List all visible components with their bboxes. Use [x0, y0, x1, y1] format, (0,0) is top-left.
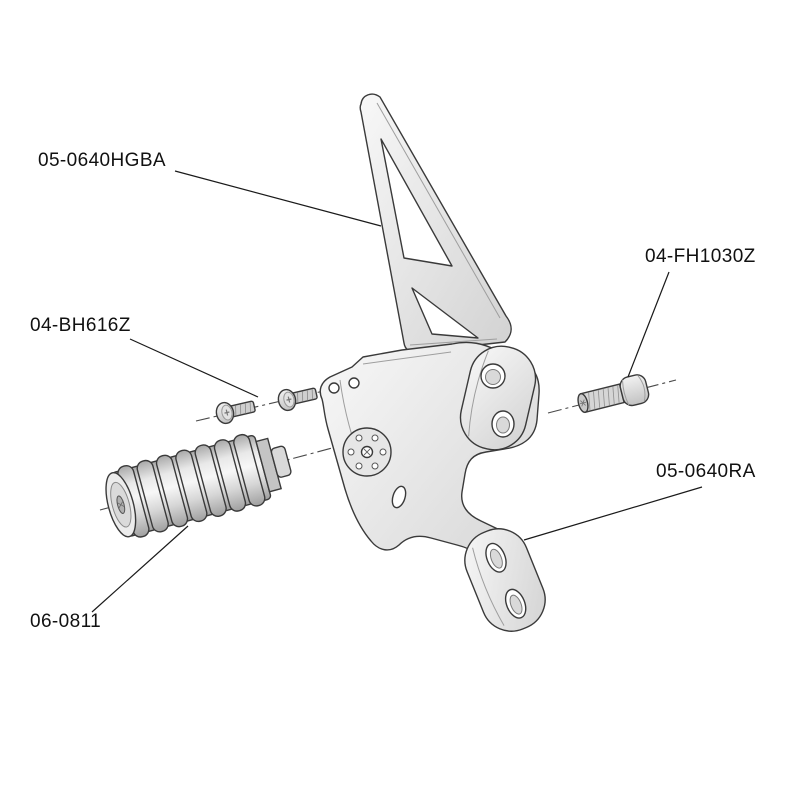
lower-pad-counterbore-bottom: [509, 594, 523, 615]
footpeg-rib: [175, 449, 208, 523]
flat-head-screw: [577, 374, 650, 414]
footpeg-rib: [233, 433, 266, 507]
footpeg-grip: [105, 433, 292, 538]
screw-drive-mark: [286, 398, 292, 401]
detail-line: [622, 379, 630, 406]
detail-line: [468, 350, 489, 437]
label-heel-guard: 05-0640HGBA: [38, 150, 166, 171]
thread-line: [593, 391, 596, 410]
part-labels: 05-0640HGBA 04-FH1030Z 04-BH616Z 05-0640…: [30, 150, 756, 632]
thread-line: [617, 385, 620, 404]
thread-line: [607, 387, 610, 406]
bracket-lower-pad: [464, 528, 546, 632]
centerline-flat-screw-axis: [547, 379, 677, 414]
detail-line: [472, 547, 505, 626]
upper-lug-boss: [459, 345, 537, 451]
heel-guard-bracket: [359, 93, 512, 353]
thread-line: [302, 391, 304, 402]
leader-flat-screw: [627, 271, 670, 378]
leader-lines: [91, 170, 703, 613]
bolt-hole: [371, 462, 379, 470]
rearset-bracket: [319, 341, 546, 632]
thread-line: [240, 404, 242, 415]
footpeg-rib: [194, 444, 227, 517]
leader-heel-guard: [174, 170, 382, 227]
bracket-lower-slot: [391, 485, 407, 509]
label-rearset-bracket: 05-0640RA: [656, 461, 756, 482]
detail-line: [362, 351, 452, 365]
upper-lug-counterbore-bottom: [496, 416, 510, 434]
detail-line: [409, 338, 498, 346]
bracket-upper-lug: [459, 345, 537, 451]
thread-line: [588, 392, 591, 411]
lower-pad-counterbore-top: [489, 548, 503, 569]
footpeg-rib: [213, 439, 247, 512]
screw-head: [619, 374, 650, 407]
thread-line: [297, 392, 299, 403]
leader-button-screws: [129, 338, 259, 398]
heel-guard-lower-cutout: [411, 287, 479, 339]
bolt-hole: [347, 448, 355, 456]
button-head-screw-1: [215, 400, 256, 425]
thread-line: [244, 403, 247, 414]
detail-line: [118, 500, 124, 509]
tab-screw-hole-1: [328, 382, 340, 394]
leader-footpeg: [91, 525, 189, 613]
footpeg-mount-stub: [270, 445, 292, 478]
thread-line: [597, 389, 601, 409]
heel-guard-upper-cutout: [380, 138, 453, 267]
thread-line: [249, 402, 251, 413]
thread-line: [311, 389, 313, 400]
label-flat-screw: 04-FH1030Z: [645, 246, 756, 267]
label-footpeg: 06-0811: [30, 611, 101, 632]
screw-drive-mark: [579, 401, 587, 405]
thread-line: [235, 405, 237, 416]
bolt-hole: [379, 448, 387, 456]
leader-rearset-bracket: [523, 486, 703, 541]
center-pivot-boss: [342, 427, 392, 477]
bolt-hole: [355, 434, 363, 442]
tab-screw-hole-2: [348, 377, 360, 389]
upper-lug-counterbore-top: [485, 369, 501, 385]
thread-line: [306, 390, 309, 401]
thread-line: [612, 386, 615, 405]
screw-drive-mark: [224, 411, 230, 414]
footpeg-rib: [155, 454, 189, 528]
thread-line: [602, 388, 605, 407]
bolt-hole: [355, 462, 363, 470]
footpeg-rib: [136, 459, 169, 533]
detail-line: [363, 448, 371, 456]
detail-line: [637, 375, 646, 402]
bolt-hole: [371, 434, 379, 442]
label-button-screws: 04-BH616Z: [30, 315, 131, 336]
button-head-screw-2: [277, 387, 318, 412]
detail-line: [376, 102, 501, 319]
